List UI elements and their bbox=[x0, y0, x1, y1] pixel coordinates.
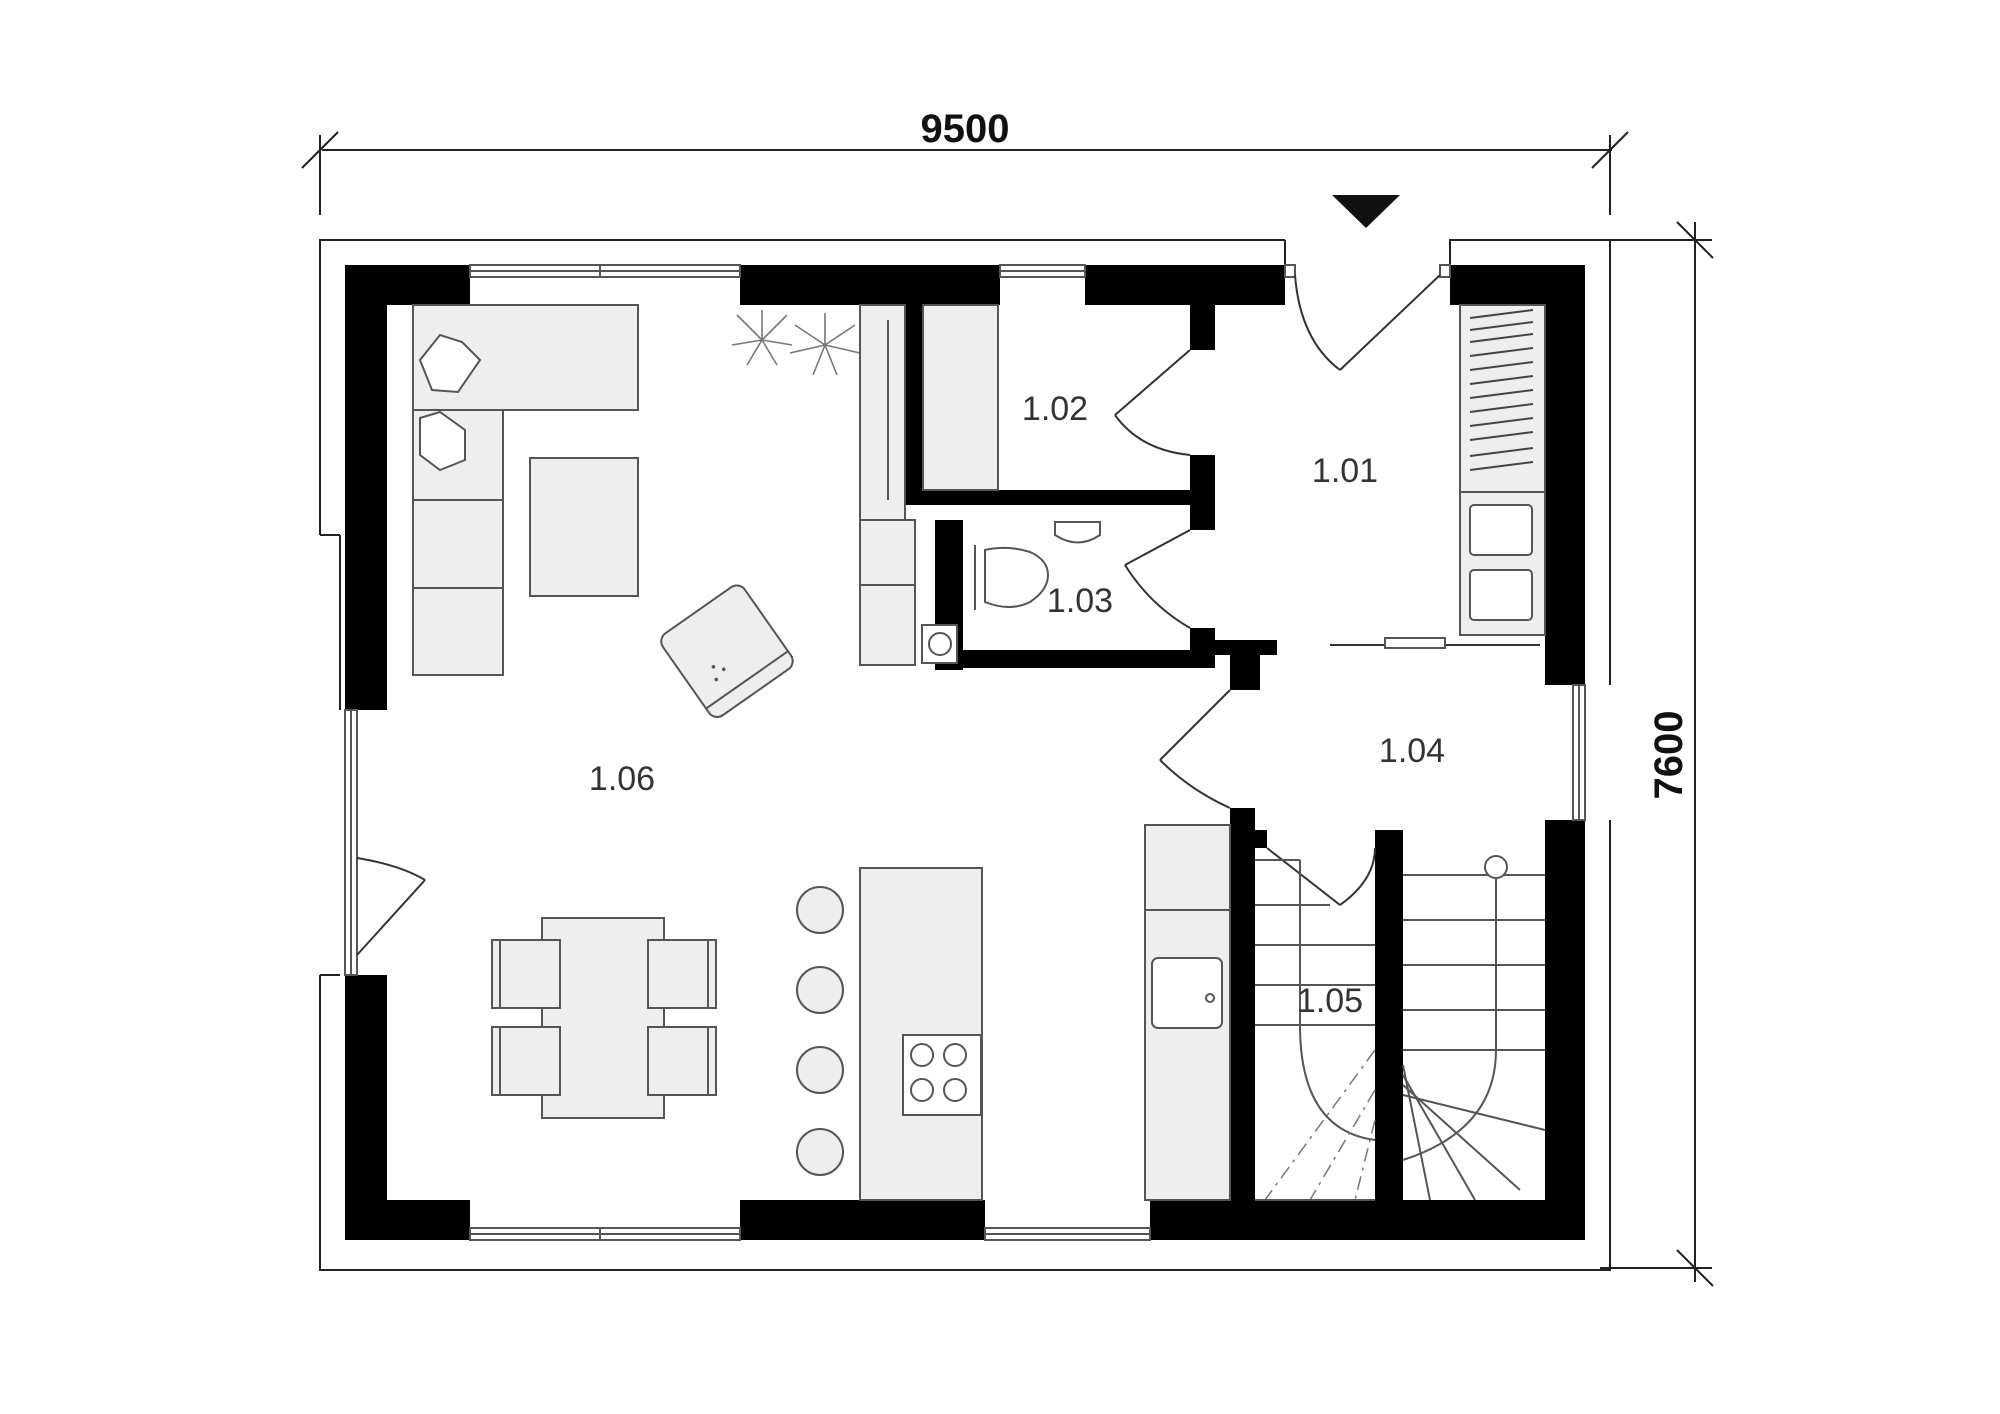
tall-cabinets bbox=[859, 304, 916, 666]
room-label-1-03: 1.03 bbox=[1047, 582, 1113, 620]
washbasin-icon bbox=[1054, 521, 1101, 544]
entrance-arrow-icon bbox=[1332, 195, 1400, 228]
door-1-04 bbox=[1159, 689, 1231, 809]
door-1-05 bbox=[1266, 847, 1376, 906]
room-label-1-04: 1.04 bbox=[1379, 732, 1445, 770]
dining-table bbox=[491, 917, 717, 1119]
sofa bbox=[412, 304, 639, 676]
room-label-1-06: 1.06 bbox=[589, 760, 655, 798]
wardrobe bbox=[1459, 304, 1546, 636]
door-patio bbox=[356, 857, 426, 956]
window-bottom-left bbox=[469, 1227, 741, 1241]
window-top-left bbox=[469, 264, 741, 278]
dimension-height-label: 7600 bbox=[1647, 711, 1691, 800]
staircase bbox=[1255, 855, 1546, 1201]
sliding-door-wardrobe bbox=[1330, 637, 1540, 649]
kitchen-counter bbox=[1144, 824, 1231, 1201]
entrance-door bbox=[1284, 264, 1451, 371]
windows bbox=[344, 264, 1586, 1241]
room-labels: 1.01 1.02 1.03 1.04 1.05 1.06 bbox=[589, 390, 1445, 1020]
window-left bbox=[344, 709, 358, 976]
plant-icon bbox=[731, 310, 861, 376]
sink-icon bbox=[1151, 957, 1223, 1029]
coffee-table bbox=[529, 457, 639, 597]
dimension-width: 9500 bbox=[301, 107, 1629, 215]
kitchen-island bbox=[859, 867, 983, 1201]
storage-shelf bbox=[922, 304, 999, 491]
doors bbox=[356, 264, 1540, 956]
armchair bbox=[660, 584, 794, 718]
cooktop-icon bbox=[902, 1034, 982, 1116]
room-label-1-01: 1.01 bbox=[1312, 452, 1378, 490]
window-right bbox=[1572, 684, 1586, 821]
door-1-02 bbox=[1114, 349, 1191, 456]
window-top-mid bbox=[999, 264, 1086, 278]
exterior-outline bbox=[319, 239, 1611, 1271]
walls bbox=[345, 265, 1585, 1240]
door-1-03 bbox=[1124, 529, 1191, 629]
room-label-1-05: 1.05 bbox=[1297, 982, 1363, 1020]
bar-stool-icon bbox=[796, 886, 844, 1176]
room-label-1-02: 1.02 bbox=[1022, 390, 1088, 428]
dimension-width-label: 9500 bbox=[921, 107, 1010, 151]
dimension-height: 7600 bbox=[1600, 221, 1714, 1287]
toilet-icon bbox=[974, 545, 1050, 610]
window-bottom-mid bbox=[984, 1227, 1151, 1241]
